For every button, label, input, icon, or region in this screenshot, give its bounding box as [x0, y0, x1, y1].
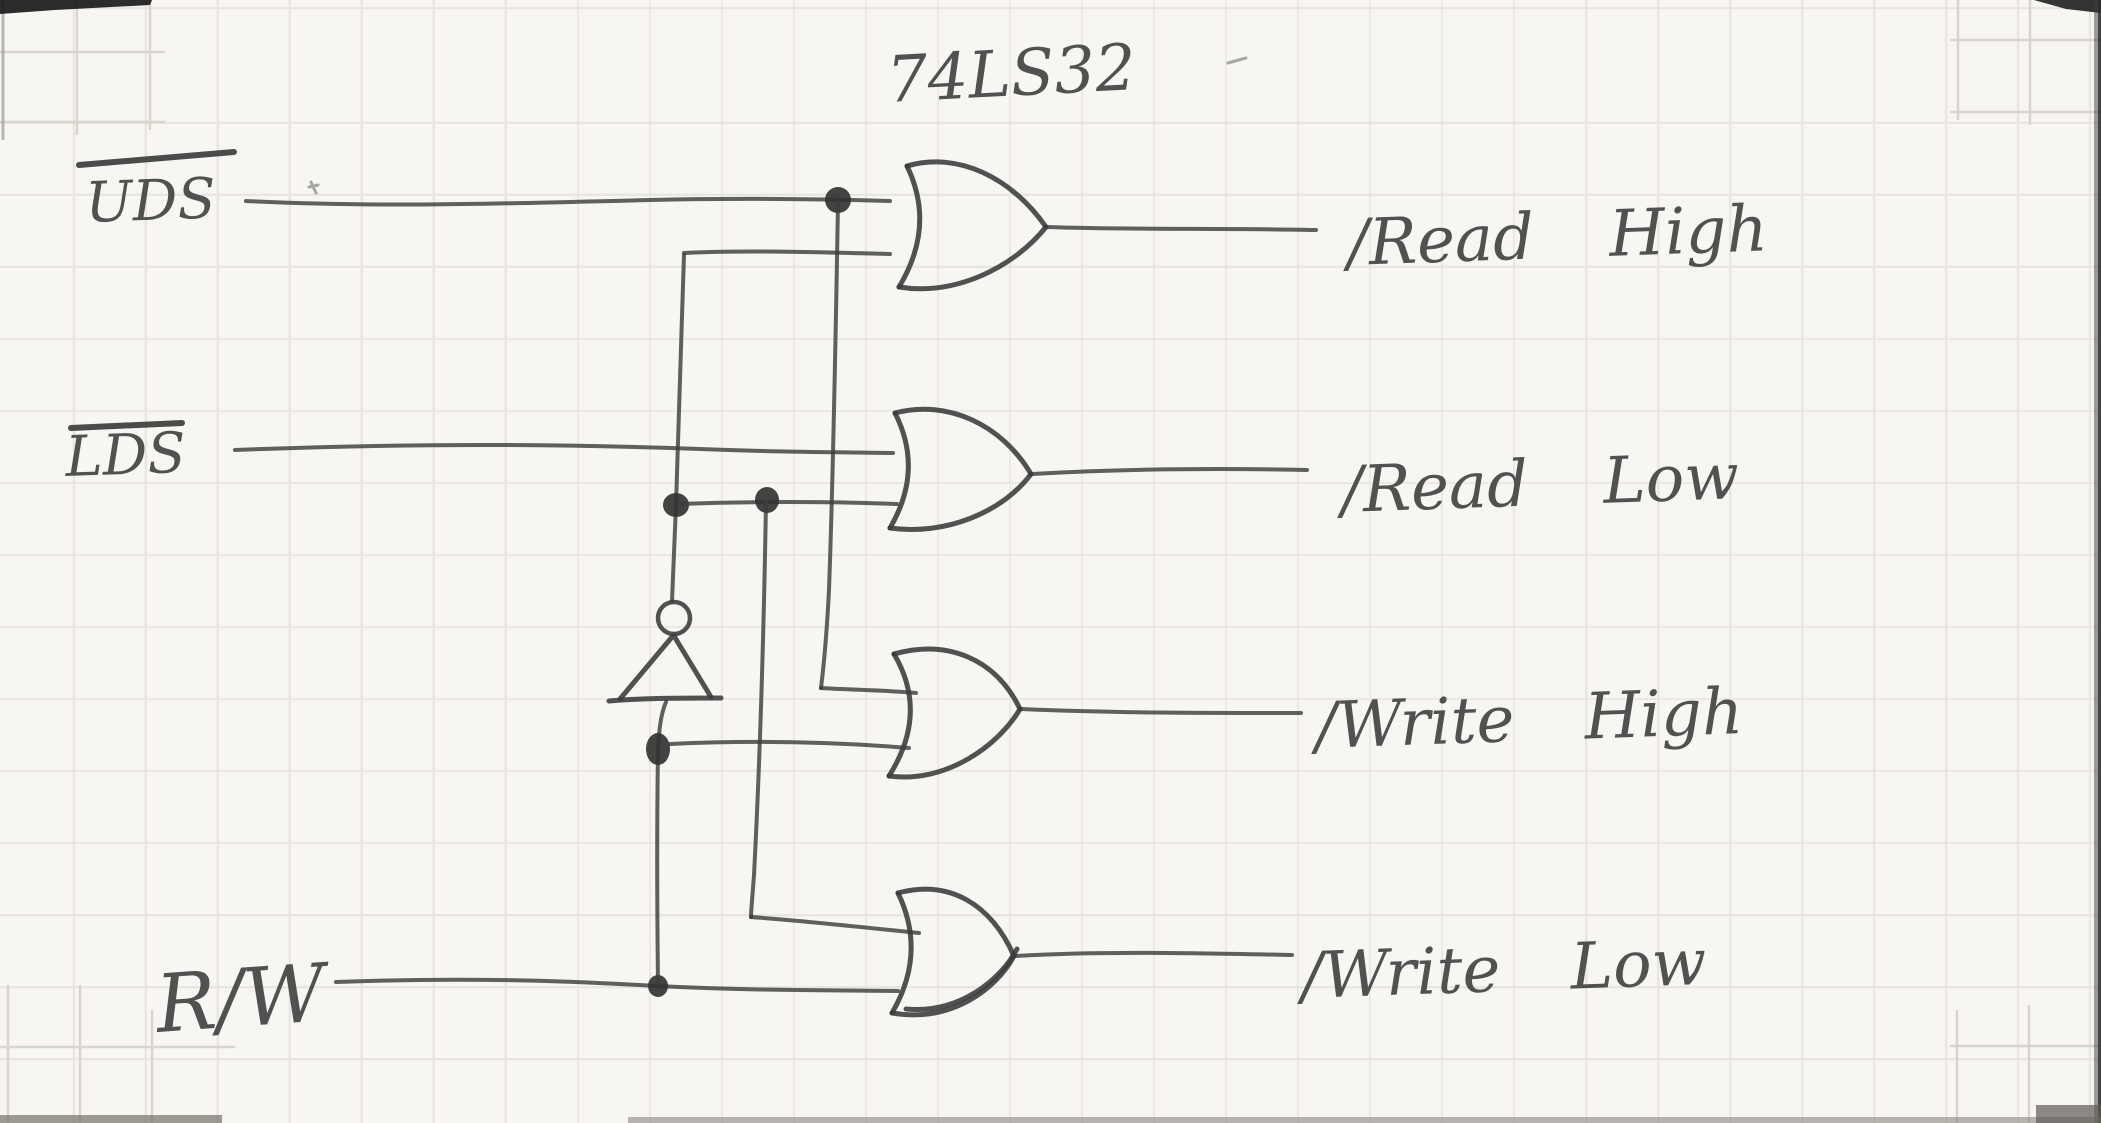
- rw-up-wire: [655, 700, 668, 986]
- read-high-label: /Read High: [1340, 192, 1769, 281]
- lds-label: LDS: [63, 421, 187, 490]
- grid-shade-top-right: [1950, 0, 2101, 125]
- schematic-title: 74LS32: [885, 31, 1138, 118]
- or-gate-1: /Read High: [896, 159, 1769, 292]
- grid-shade-bottom-left: [0, 985, 235, 1123]
- rw-branch-dot: [646, 733, 670, 765]
- write-high-output-wire: [1019, 707, 1303, 715]
- inverter-bubble: [655, 599, 693, 637]
- write-high-label: /Write High: [1308, 675, 1744, 764]
- write-low-output-wire: [1013, 950, 1294, 958]
- or-gate-4: /Write Low: [889, 886, 1708, 1018]
- rw-wire: [334, 977, 900, 993]
- or-gate-3-bottom-curve: [886, 706, 1023, 780]
- uds-to-gate3-wire: [819, 686, 918, 695]
- uds-branch-wire: [819, 200, 840, 690]
- right-edge-scan-strip: [2094, 0, 2101, 1123]
- or-gate-3-top-curve: [891, 646, 1023, 712]
- rw-junction-dot: [648, 975, 668, 997]
- grid-shade-top-left: [0, 0, 165, 135]
- or-gate-2-top-curve: [892, 406, 1034, 477]
- bottom-scan-strip: [628, 1117, 2101, 1123]
- rw-to-gate3-wire: [668, 739, 911, 750]
- or-gate-4-bottom-double-stroke: [903, 946, 1020, 1012]
- or-gate-1-top-curve: [904, 159, 1049, 230]
- not-rw-tap-dot: [755, 487, 779, 513]
- not-rw-tap-down-wire: [749, 500, 768, 919]
- lds-overline: [68, 420, 185, 431]
- bottom-left-scan-strip: [0, 1115, 222, 1123]
- or-gate-1-left-curve: [896, 163, 923, 290]
- or-gate-4-left-curve: [889, 890, 914, 1016]
- read-low-label: /Read Low: [1334, 440, 1740, 528]
- inverter: [606, 599, 724, 704]
- lds-wire: [233, 443, 895, 455]
- right-edge-scan-line: [2098, 0, 2101, 1123]
- not-rw-to-gate2-wire: [675, 500, 899, 506]
- signal-rw: R/W: [151, 700, 911, 1051]
- grid-shade-bottom-right: [1950, 1005, 2101, 1123]
- signal-uds: UDS: [76, 149, 918, 695]
- or-gate-3: /Write High: [886, 646, 1744, 780]
- inverter-triangle-sides: [617, 633, 714, 702]
- rw-label: R/W: [151, 946, 334, 1051]
- or-gate-2-bottom-curve: [887, 471, 1034, 532]
- or-gate-3-left-curve: [886, 651, 913, 779]
- read-high-output-wire: [1045, 225, 1318, 232]
- or-gate-1-bottom-curve: [896, 224, 1049, 292]
- uds-label: UDS: [84, 166, 217, 236]
- write-low-label: /Write Low: [1294, 926, 1708, 1014]
- not-rw-to-gate1-wire: [682, 249, 892, 256]
- or-gate-2-left-curve: [887, 410, 911, 531]
- tap-to-gate4-wire: [749, 915, 921, 935]
- bottom-right-scan-mark: [2036, 1105, 2101, 1123]
- inverter-output-riser-wire: [670, 253, 686, 603]
- top-right-scan-mark: [2034, 0, 2101, 13]
- inverter-triangle-base: [606, 695, 724, 704]
- or-gate-2: /Read Low: [887, 406, 1740, 532]
- uds-wire: [244, 196, 892, 207]
- stray-tick-on-uds-wire: [307, 180, 320, 195]
- uds-overline: [76, 149, 237, 168]
- top-left-scan-mark: [0, 0, 152, 14]
- signal-lds: LDS: [63, 420, 895, 490]
- net-inverted-rw: [663, 249, 921, 935]
- or-gate-4-top-curve: [895, 886, 1017, 959]
- stray-pencil-marks: [307, 56, 1248, 195]
- stray-dash-near-title: [1226, 56, 1248, 65]
- read-low-output-wire: [1030, 467, 1309, 476]
